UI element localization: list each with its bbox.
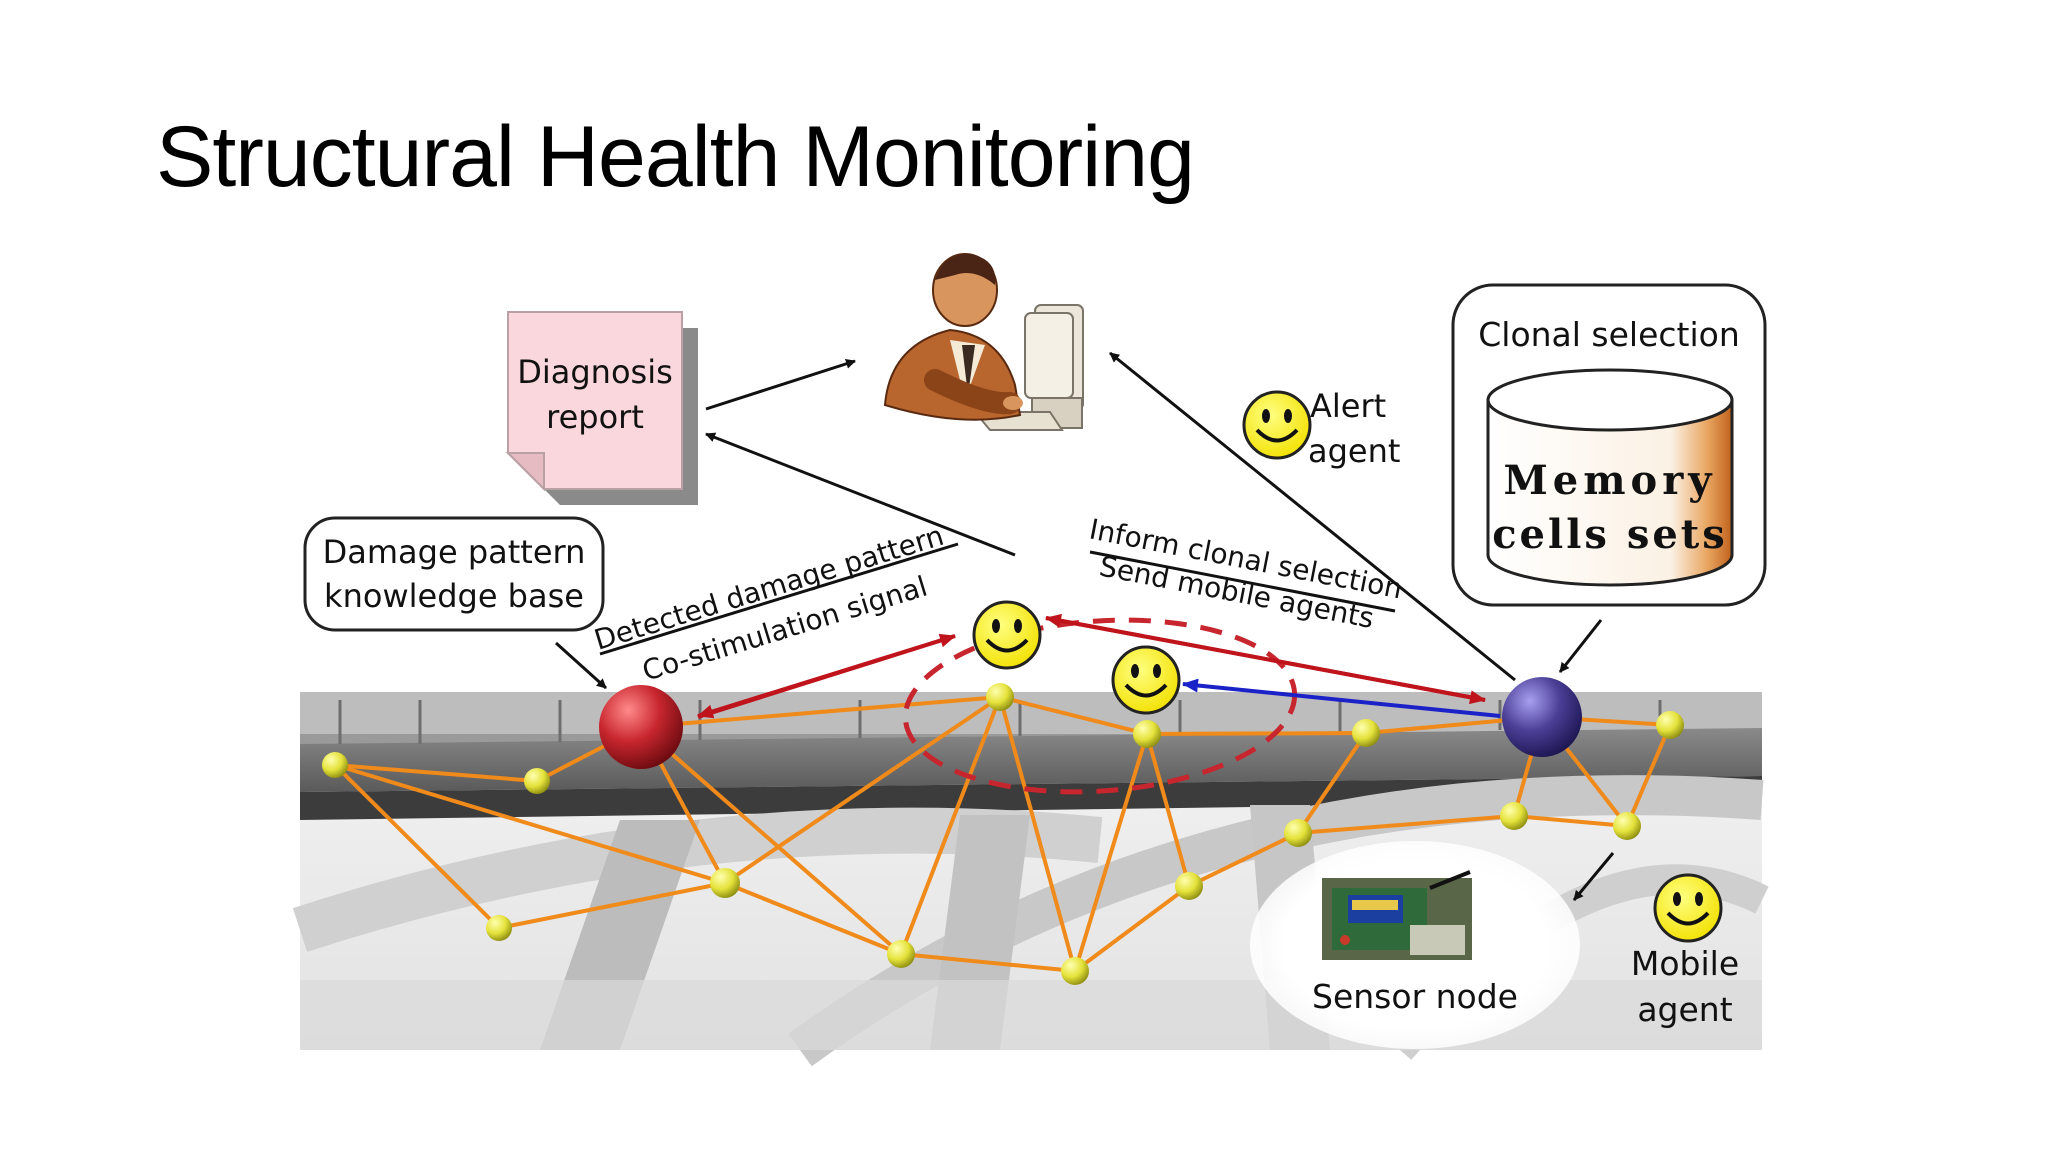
clonal-selection-node xyxy=(1502,677,1582,757)
slide-title: Structural Health Monitoring xyxy=(156,109,1195,205)
sensor-nodes xyxy=(322,683,1684,985)
mobile-agent-region xyxy=(902,617,1298,795)
clonal-selection-box: Clonal selection Memory cells sets xyxy=(1451,283,1767,607)
sensor-node xyxy=(1133,720,1161,748)
mobile-agent-line2: agent xyxy=(1637,990,1732,1029)
sensor-node xyxy=(1061,957,1089,985)
sensor-node xyxy=(1613,812,1641,840)
inform-clonal-underline xyxy=(1089,550,1396,613)
sensor-node xyxy=(524,768,550,794)
diagnosis-report-paper: Diagnosis report xyxy=(505,311,698,505)
sensor-node xyxy=(486,915,512,941)
sensor-node xyxy=(322,752,348,778)
damage-pattern-kb-box: Damage pattern knowledge base xyxy=(303,516,605,632)
smiley-icon xyxy=(1653,873,1723,943)
sensor-node xyxy=(887,940,915,968)
agent-arrows xyxy=(697,613,1501,719)
sensor-node xyxy=(986,683,1014,711)
memory-line2: cells sets xyxy=(1492,511,1728,558)
flow-arrows xyxy=(554,351,1615,901)
sensor-node xyxy=(1175,872,1203,900)
sensor-node-inset: Sensor node xyxy=(1250,841,1580,1049)
clonal-selection-title: Clonal selection xyxy=(1478,315,1740,354)
damage-detection-node xyxy=(599,685,683,769)
memory-line1: Memory xyxy=(1503,457,1716,504)
sensor-node xyxy=(1352,719,1380,747)
detected-damage-underline xyxy=(599,542,959,656)
memory-cells-cylinder xyxy=(1486,368,1734,587)
sensor-board-photo xyxy=(1322,870,1472,960)
sensor-node xyxy=(1656,711,1684,739)
alert-agent-line2: agent xyxy=(1308,432,1400,470)
diagnosis-report-line1: Diagnosis xyxy=(517,353,673,391)
smiley-icon xyxy=(1242,390,1312,460)
smiley-icon xyxy=(972,600,1042,670)
smiley-agent-icons xyxy=(972,390,1723,943)
sensor-node xyxy=(1500,802,1528,830)
sensor-node xyxy=(1284,819,1312,847)
kb-line2: knowledge base xyxy=(324,577,584,615)
smiley-icon xyxy=(1111,645,1181,715)
diagnosis-report-line2: report xyxy=(546,398,644,436)
kb-line1: Damage pattern xyxy=(323,533,586,571)
sensor-node-label: Sensor node xyxy=(1312,977,1518,1016)
operator-computer-icon xyxy=(883,253,1084,431)
sensor-node xyxy=(710,868,740,898)
alert-agent-line1: Alert xyxy=(1310,387,1386,425)
mobile-agent-line1: Mobile xyxy=(1631,944,1739,983)
